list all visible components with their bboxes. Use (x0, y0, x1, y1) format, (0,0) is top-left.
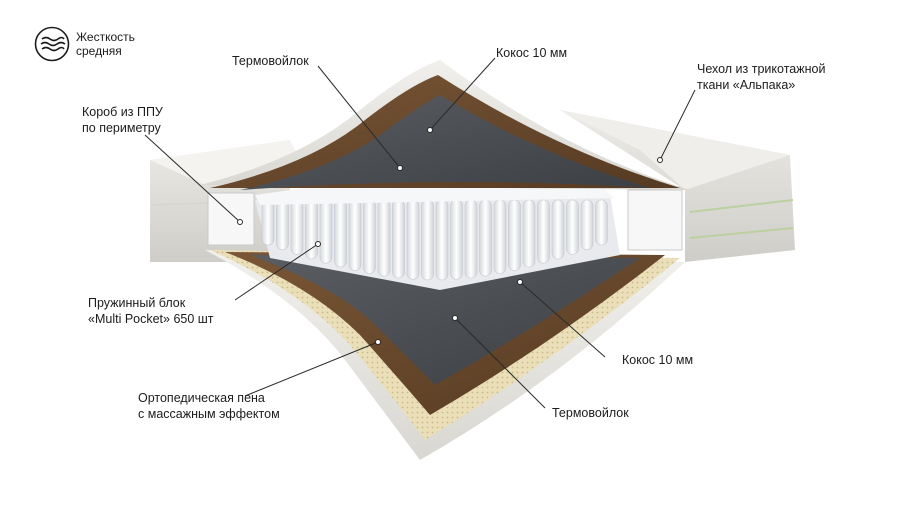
spring-pocket (493, 199, 507, 274)
spring-pocket (290, 199, 304, 255)
spring-pocket (319, 199, 333, 264)
top-felt (240, 95, 650, 190)
spring-pocket (508, 199, 521, 271)
spring-pocket (392, 199, 405, 279)
label-cover-line2: ткани «Альпака» (697, 78, 796, 92)
mattress-side-right (560, 110, 795, 262)
label-foam-box-line2: по периметру (82, 121, 161, 135)
firmness-label: Жесткость (76, 30, 135, 44)
spring-block (255, 186, 620, 290)
firmness-badge: Жесткость средняя (34, 26, 135, 62)
waves-firmness-icon (34, 26, 70, 62)
label-felt-bottom: Термовойлок (552, 406, 629, 420)
spring-pocket (479, 199, 492, 277)
bottom-felt (250, 255, 640, 385)
callout-lines (144, 57, 696, 409)
label-springs-line2: «Multi Pocket» 650 шт (88, 312, 214, 326)
spring-pocket (566, 199, 579, 255)
label-ortho-line2: с массажным эффектом (138, 407, 280, 421)
label-cover: Чехол из трикотажной ткани «Альпака» (697, 61, 825, 93)
spring-pocket (377, 199, 391, 277)
spring-pocket (261, 199, 275, 246)
label-foam-box: Короб из ППУ по периметру (82, 104, 163, 136)
spring-pocket (551, 199, 565, 260)
spring-pocket (348, 199, 362, 271)
spring-pocket (595, 199, 608, 246)
callout-dots (237, 127, 663, 345)
label-springs-line1: Пружинный блок (88, 296, 186, 310)
spring-pocket (522, 199, 536, 268)
foam-box-left (207, 192, 255, 246)
label-felt-top: Термовойлок (232, 54, 309, 68)
label-coconut-bottom: Кокос 10 мм (622, 353, 694, 367)
firmness-value: средняя (76, 44, 122, 58)
label-springs: Пружинный блок «Multi Pocket» 650 шт (88, 295, 214, 327)
label-coconut-top: Кокос 10 мм (496, 46, 568, 60)
label-ortho-foam: Ортопедическая пена с массажным эффектом (138, 390, 280, 422)
label-ortho-line1: Ортопедическая пена (138, 391, 265, 405)
spring-pocket (363, 199, 376, 274)
spring-pocket (580, 199, 594, 251)
spring-pocket (421, 199, 434, 281)
spring-pocket (276, 199, 289, 251)
label-foam-box-line1: Короб из ППУ (82, 105, 163, 119)
spring-pocket (464, 199, 478, 279)
spring-pocket (435, 199, 449, 281)
spring-pocket (406, 199, 420, 280)
spring-pocket (450, 199, 463, 280)
foam-box-right (627, 189, 683, 251)
spring-pocket (334, 199, 347, 268)
spring-pocket (305, 199, 318, 260)
label-cover-line1: Чехол из трикотажной (697, 62, 826, 76)
spring-pocket (537, 199, 550, 264)
